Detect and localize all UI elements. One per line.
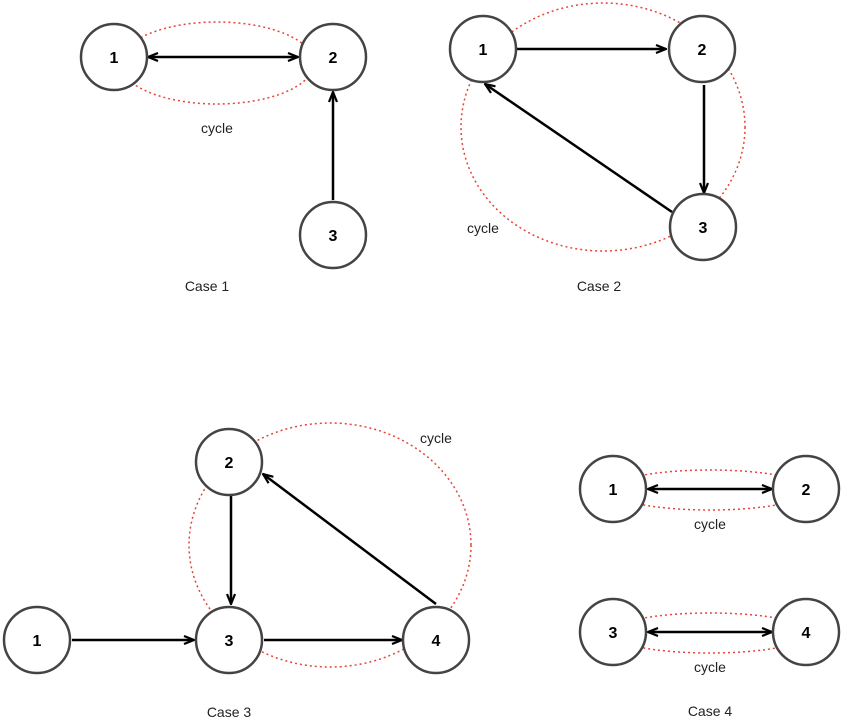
- case-4-node-1: 1: [578, 454, 648, 524]
- case-4-node-3-label: 3: [609, 625, 618, 642]
- case-3-node-3-label: 3: [225, 633, 234, 650]
- case-3-node-1-label: 1: [33, 633, 42, 650]
- case-4-node-3: 3: [578, 597, 648, 667]
- case-4-node-4-label: 4: [802, 625, 811, 642]
- case-1-node-2-label: 2: [329, 50, 338, 67]
- case-2-node-2: 2: [667, 14, 737, 84]
- case-1-node-3-label: 3: [329, 228, 338, 245]
- case-3: 1 2 3 4 cycle Case 3: [2, 422, 472, 720]
- case-2-node-1: 1: [448, 14, 518, 84]
- case-2-node-3-label: 3: [699, 220, 708, 237]
- case-3-node-2-label: 2: [225, 455, 234, 472]
- case-2-cycle-label: cycle: [467, 220, 499, 236]
- case-4-title: Case 4: [688, 703, 733, 719]
- case-2-node-1-label: 1: [479, 42, 488, 59]
- case-1-node-1: 1: [79, 22, 149, 92]
- case-2-edge-3-1: [485, 84, 673, 214]
- case-3-node-1: 1: [2, 605, 72, 675]
- case-2-cycle-outline: [460, 2, 746, 252]
- case-3-node-2: 2: [194, 427, 264, 497]
- case-2-title: Case 2: [577, 278, 622, 294]
- case-1-node-3: 3: [298, 200, 368, 270]
- case-3-cycle-outline: [188, 422, 472, 668]
- case-3-cycle-label: cycle: [420, 430, 452, 446]
- case-4-cycle-label-top: cycle: [694, 516, 726, 532]
- case-1-cycle-label: cycle: [201, 120, 233, 136]
- case-3-node-4: 4: [401, 605, 471, 675]
- case-3-title: Case 3: [207, 704, 252, 720]
- case-2-node-2-label: 2: [698, 42, 707, 59]
- case-4-node-2-label: 2: [802, 482, 811, 499]
- case-4: 1 2 cycle 3 4 cycle Case 4: [578, 454, 841, 719]
- case-1-title: Case 1: [185, 278, 230, 294]
- case-1-node-2: 2: [298, 22, 368, 92]
- case-1: 1 2 3 cycle Case 1: [79, 21, 368, 294]
- case-3-node-4-label: 4: [432, 633, 441, 650]
- case-4-node-4: 4: [771, 597, 841, 667]
- case-4-cycle-label-bottom: cycle: [694, 659, 726, 675]
- case-4-node-2: 2: [771, 454, 841, 524]
- case-2: 1 2 3 cycle Case 2: [448, 2, 746, 294]
- case-3-edge-4-2: [263, 474, 437, 605]
- case-1-node-1-label: 1: [110, 50, 119, 67]
- case-2-node-3: 3: [668, 192, 738, 262]
- case-4-node-1-label: 1: [609, 482, 618, 499]
- case-1-cycle-outline: [119, 21, 315, 105]
- case-3-node-3: 3: [194, 605, 264, 675]
